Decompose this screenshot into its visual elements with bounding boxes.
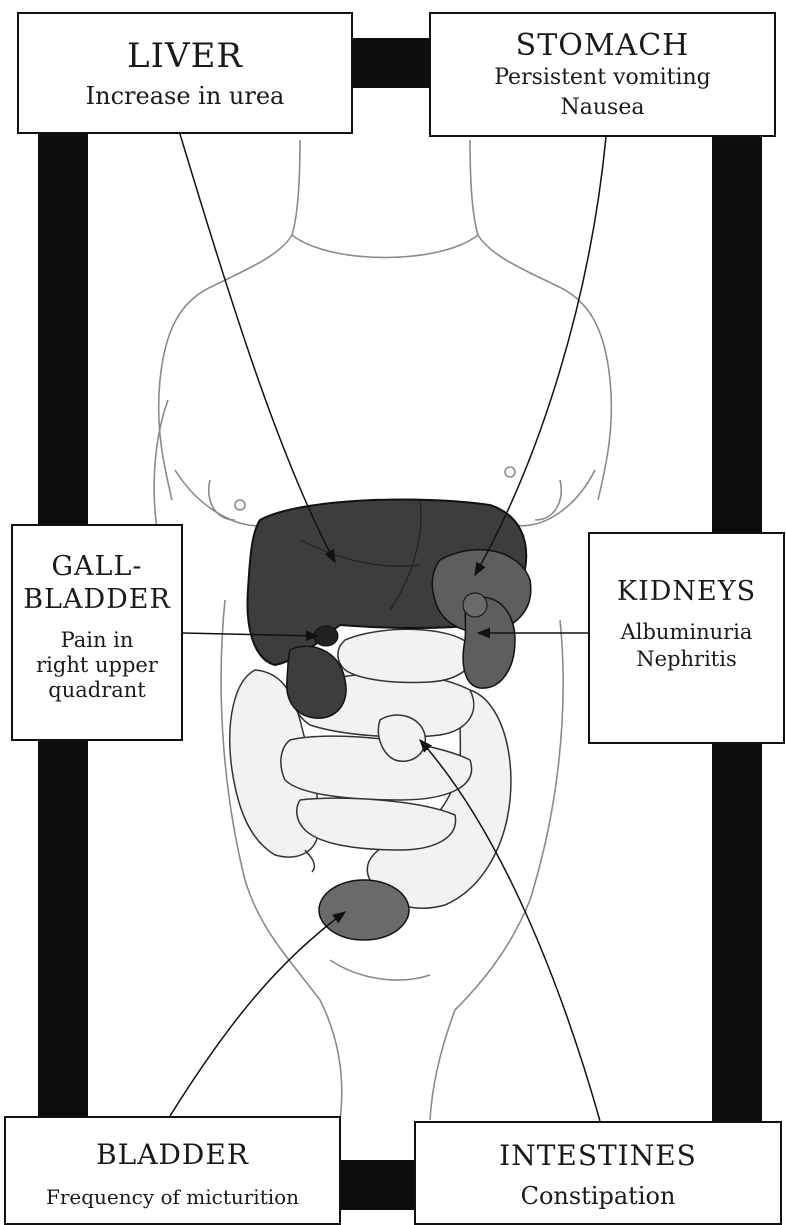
liver-title: LIVER (19, 36, 351, 76)
intestines-description: Constipation (416, 1182, 780, 1210)
bladder-leader (170, 912, 345, 1116)
gallbladder-description: Pain in right upper quadrant (13, 628, 181, 703)
stomach-description: Persistent vomiting Nausea (431, 63, 774, 123)
stomach-title: STOMACH (431, 28, 774, 63)
kidneys-description: Albuminuria Nephritis (590, 619, 783, 673)
liver-leader (180, 134, 335, 562)
bladder-label-box: BLADDER Frequency of micturition (4, 1116, 341, 1225)
intestines-title: INTESTINES (416, 1139, 780, 1172)
gallbladder-title: GALL- BLADDER (13, 550, 181, 616)
intestines-label-box: INTESTINES Constipation (414, 1121, 782, 1225)
frame-bottom-bar (341, 1160, 414, 1210)
bladder-organ (319, 880, 409, 940)
liver-label-box: LIVER Increase in urea (17, 12, 353, 134)
frame-top-bar (353, 38, 429, 88)
kidneys-label-box: KIDNEYS Albuminuria Nephritis (588, 532, 785, 744)
bladder-title: BLADDER (6, 1138, 339, 1171)
body-outline (154, 140, 611, 1120)
gallbladder-label-box: GALL- BLADDER Pain in right upper quadra… (11, 524, 183, 741)
bladder-description: Frequency of micturition (6, 1185, 339, 1209)
kidneys-title: KIDNEYS (590, 576, 783, 607)
liver-description: Increase in urea (19, 82, 351, 110)
stomach-label-box: STOMACH Persistent vomiting Nausea (429, 12, 776, 137)
